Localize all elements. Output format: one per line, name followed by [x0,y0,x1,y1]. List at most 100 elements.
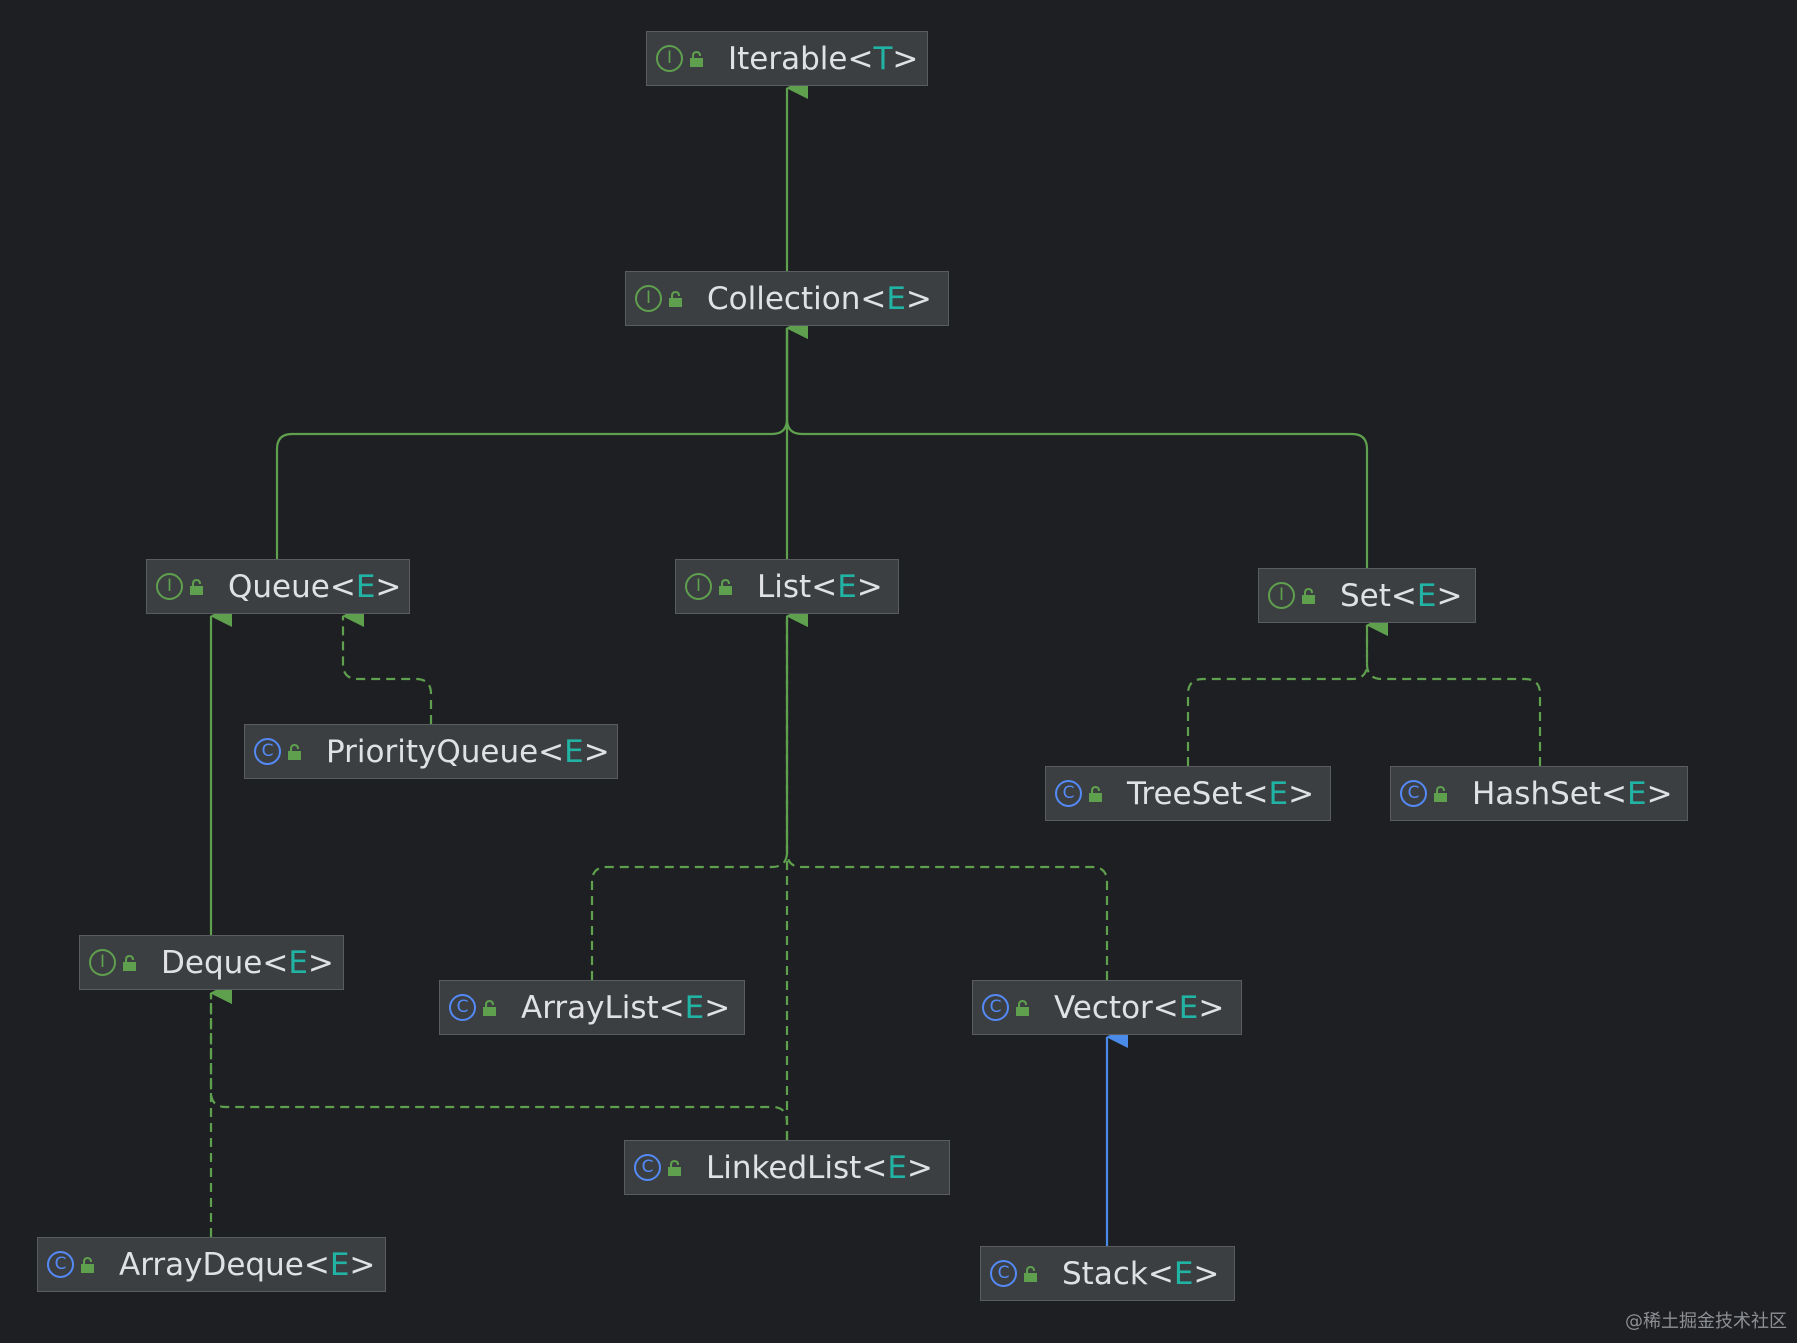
node-arraylist[interactable]: C ArrayList<E> [439,980,745,1035]
node-list[interactable]: I List<E> [675,559,899,614]
type-name: HashSet [1472,775,1602,812]
edge-priorityqueue-queue [341,605,433,724]
type-param: T [873,40,893,77]
type-close-bracket: > [349,1246,376,1283]
node-arraydeque[interactable]: C ArrayDeque<E> [37,1237,386,1292]
lock-icon [1089,785,1102,802]
type-param: E [684,989,705,1026]
type-param: E [1268,775,1289,812]
lock-icon [1024,1265,1037,1282]
lock-icon [190,578,203,595]
node-iterable[interactable]: I Iterable<T> [646,31,928,86]
watermark: @稀土掘金技术社区 [1625,1311,1787,1332]
lock-icon [288,743,301,760]
type-open-bracket: < [861,1149,888,1186]
type-close-bracket: > [856,568,883,605]
node-vector[interactable]: C Vector<E> [972,980,1242,1035]
type-open-bracket: < [1601,775,1627,812]
type-name: Collection [707,280,861,317]
interface-icon: I [656,45,683,72]
type-open-bracket: < [329,568,356,605]
type-name: Deque [161,944,263,981]
node-set[interactable]: I Set<E> [1258,568,1476,623]
interface-icon: I [89,949,116,976]
type-open-bracket: < [847,40,874,77]
type-name: Vector [1054,989,1153,1026]
lock-icon [123,954,136,971]
type-close-bracket: > [892,40,919,77]
type-param: E [288,944,308,981]
edge-hashset-set [1365,614,1542,766]
lock-icon [81,1256,94,1273]
type-open-bracket: < [262,944,289,981]
type-param: E [886,280,906,317]
type-name: PriorityQueue [326,733,539,770]
node-linkedlist[interactable]: C LinkedList<E> [624,1140,950,1195]
class-icon: C [1055,780,1082,807]
type-param: E [837,568,857,605]
type-param: E [1627,775,1647,812]
edge-treeset-set [1186,614,1388,766]
type-open-bracket: < [1242,775,1269,812]
type-param: E [887,1149,907,1186]
lock-icon [1302,587,1315,604]
node-treeset[interactable]: C TreeSet<E> [1045,766,1331,821]
lock-icon [719,578,732,595]
type-name: LinkedList [706,1149,862,1186]
class-icon: C [47,1251,74,1278]
type-close-bracket: > [1193,1255,1220,1292]
type-param: E [1173,1255,1194,1292]
node-queue[interactable]: I Queue<E> [146,559,410,614]
class-icon: C [634,1154,661,1181]
type-name: ArrayDeque [119,1246,304,1283]
type-close-bracket: > [375,568,402,605]
type-close-bracket: > [704,989,731,1026]
type-close-bracket: > [1198,989,1225,1026]
type-name: TreeSet [1127,775,1243,812]
type-open-bracket: < [538,733,565,770]
lock-icon [669,290,682,307]
edge-set-collection [785,317,1369,568]
class-icon: C [254,738,281,765]
node-priorityqueue[interactable]: C PriorityQueue<E> [244,724,618,779]
type-open-bracket: < [1152,989,1179,1026]
lock-icon [690,50,703,67]
type-close-bracket: > [905,280,932,317]
edge-queue-collection [275,317,808,559]
lock-icon [668,1159,681,1176]
type-name: List [757,568,812,605]
type-close-bracket: > [1288,775,1315,812]
lock-icon [1434,785,1447,802]
type-name: Queue [228,568,330,605]
node-collection[interactable]: I Collection<E> [625,271,949,326]
interface-icon: I [1268,582,1295,609]
type-param: E [355,568,376,605]
type-open-bracket: < [303,1246,330,1283]
type-param: E [564,733,584,770]
type-param: E [1416,577,1437,614]
edge-arraylist-list [590,605,808,980]
interface-icon: I [685,573,712,600]
type-close-bracket: > [1646,775,1673,812]
type-name: Set [1340,577,1391,614]
type-open-bracket: < [658,989,685,1026]
lock-icon [1016,999,1029,1016]
class-icon: C [1400,780,1427,807]
node-deque[interactable]: I Deque<E> [79,935,344,990]
type-close-bracket: > [1436,577,1463,614]
class-icon: C [449,994,476,1021]
lock-icon [483,999,496,1016]
interface-icon: I [156,573,183,600]
node-hashset[interactable]: C HashSet<E> [1390,766,1688,821]
type-open-bracket: < [811,568,838,605]
type-open-bracket: < [1390,577,1417,614]
type-open-bracket: < [1147,1255,1174,1292]
type-name: Iterable [728,40,848,77]
type-name: ArrayList [521,989,659,1026]
class-icon: C [982,994,1009,1021]
type-name: Stack [1062,1255,1148,1292]
node-stack[interactable]: C Stack<E> [980,1246,1235,1301]
type-open-bracket: < [860,280,887,317]
type-param: E [329,1246,350,1283]
